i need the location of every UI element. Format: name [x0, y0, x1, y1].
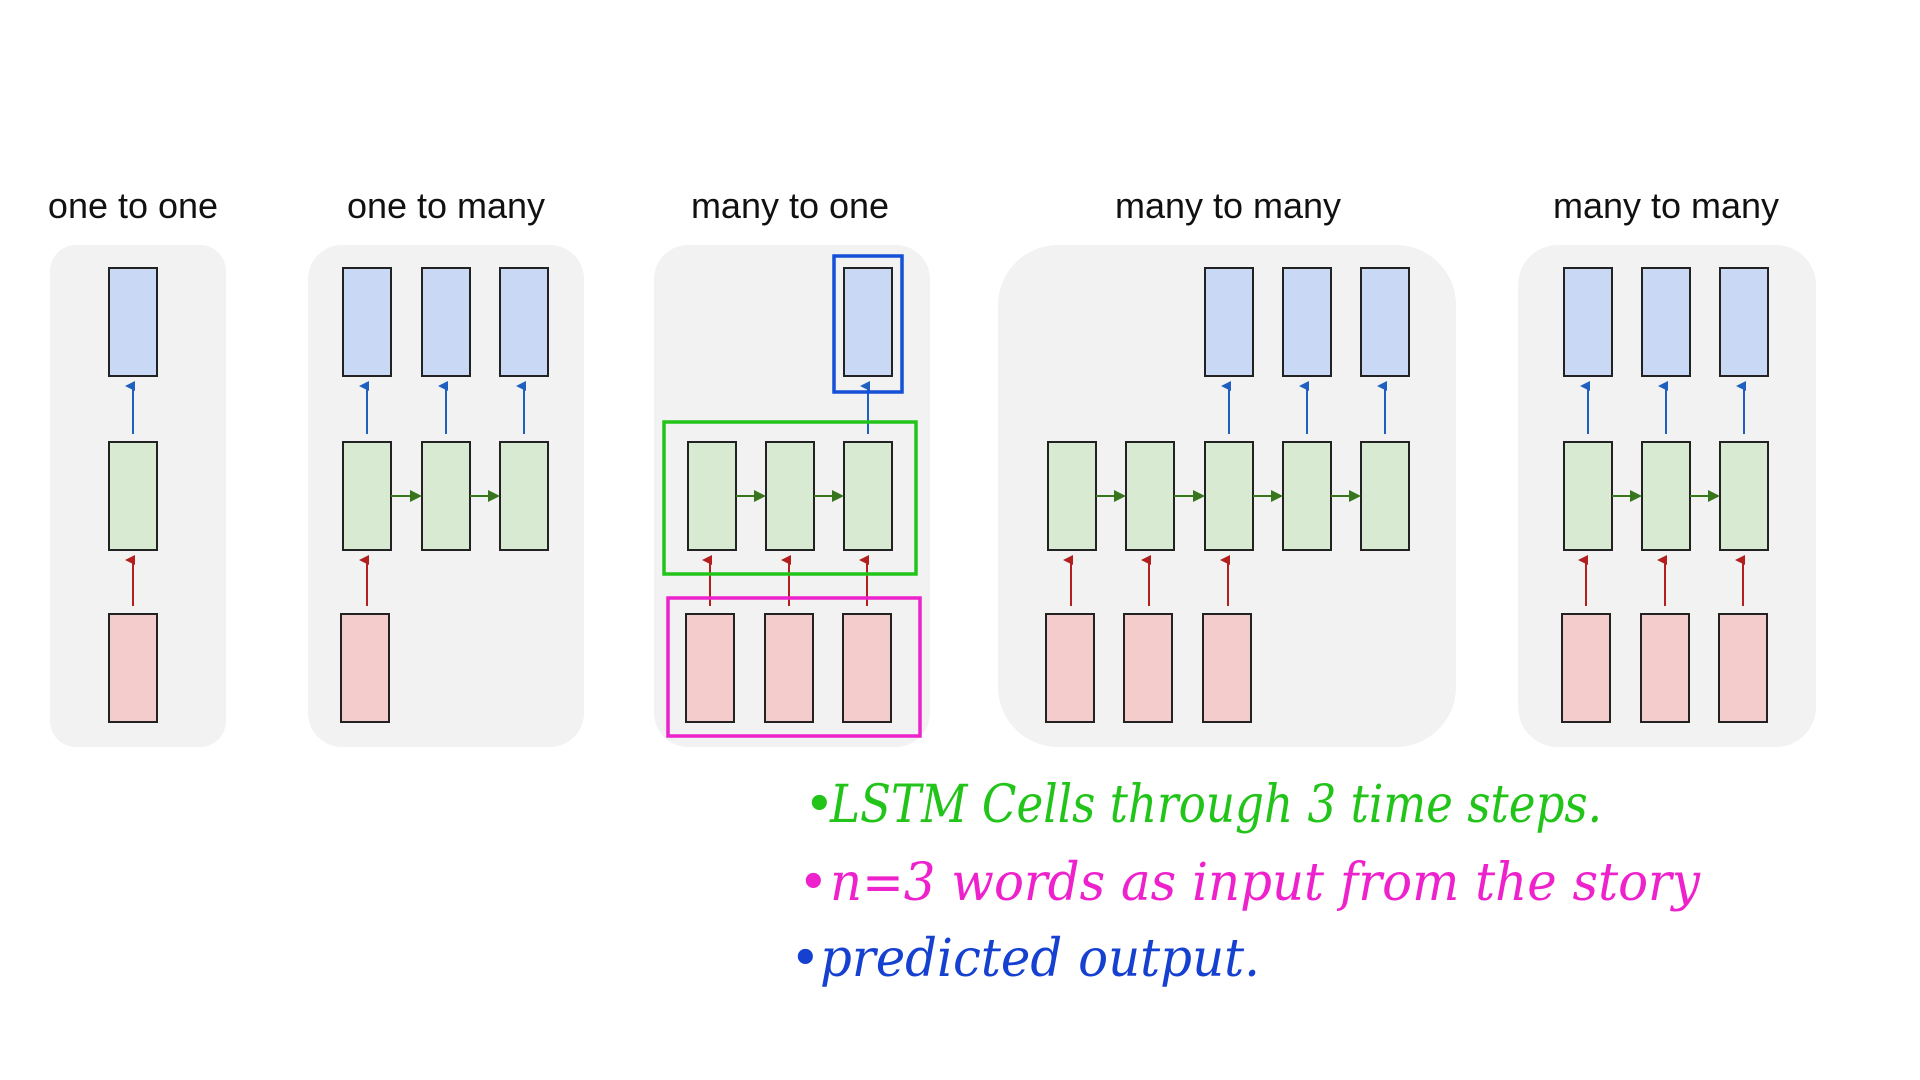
hidden-cell	[499, 441, 549, 551]
input-cell	[340, 613, 390, 723]
input-cell	[1202, 613, 1252, 723]
output-cell	[1204, 267, 1254, 377]
hidden-cell	[1047, 441, 1097, 551]
panel-title: one to many	[347, 185, 545, 226]
output-cell	[1641, 267, 1691, 377]
hidden-cell	[1563, 441, 1613, 551]
many-to-one-cells	[662, 254, 922, 738]
output-cell	[342, 267, 392, 377]
hidden-cell	[1719, 441, 1769, 551]
output-cell	[1360, 267, 1410, 377]
input-cell	[1123, 613, 1173, 723]
input-cell	[1718, 613, 1768, 723]
panel-title: many to many	[1115, 185, 1341, 226]
panel-title: many to one	[691, 185, 889, 226]
input-cell	[842, 613, 892, 723]
hidden-cell	[1360, 441, 1410, 551]
highlight-box-output	[832, 254, 904, 394]
output-cell	[421, 267, 471, 377]
note-bullet: •	[804, 775, 835, 835]
hidden-cell	[421, 441, 471, 551]
panel-title: one to one	[48, 185, 218, 226]
highlight-box-inputs	[666, 596, 922, 738]
hidden-cell	[342, 441, 392, 551]
highlight-box-lstm-cells	[662, 420, 918, 576]
hidden-cell	[765, 441, 815, 551]
input-cell	[1045, 613, 1095, 723]
hidden-cell	[1125, 441, 1175, 551]
hidden-cell	[1282, 441, 1332, 551]
handwritten-notes: • LSTM Cells through 3 time steps. • n=3…	[790, 775, 1701, 989]
input-cell	[1640, 613, 1690, 723]
note-text-output: predicted output.	[820, 929, 1260, 989]
hidden-cell	[687, 441, 737, 551]
hidden-cell	[108, 441, 158, 551]
hidden-cell	[843, 441, 893, 551]
output-cell	[499, 267, 549, 377]
many-to-many-delayed-cells	[1045, 267, 1410, 723]
input-cell	[764, 613, 814, 723]
input-cell	[108, 613, 158, 723]
output-cell	[1282, 267, 1332, 377]
many-to-many-synced-cells	[1561, 267, 1769, 723]
hidden-cell	[1204, 441, 1254, 551]
note-bullet: •	[798, 853, 829, 913]
note-input-words: • n=3 words as input from the story	[798, 853, 1701, 913]
input-cell	[685, 613, 735, 723]
note-predicted-output: • predicted output.	[790, 929, 1260, 989]
hidden-cell	[1641, 441, 1691, 551]
output-cell	[1563, 267, 1613, 377]
note-text-inputs: n=3 words as input from the story	[830, 853, 1701, 913]
output-cell	[843, 267, 893, 377]
one-to-many-cells	[340, 267, 549, 723]
output-cell	[108, 267, 158, 377]
output-cell	[1719, 267, 1769, 377]
note-lstm-cells: • LSTM Cells through 3 time steps.	[804, 775, 1602, 835]
note-text-lstm: LSTM Cells through 3 time steps.	[829, 775, 1602, 835]
note-bullet: •	[790, 929, 821, 989]
input-cell	[1561, 613, 1611, 723]
one-to-one-cells	[108, 267, 158, 723]
panel-title: many to many	[1553, 185, 1779, 226]
